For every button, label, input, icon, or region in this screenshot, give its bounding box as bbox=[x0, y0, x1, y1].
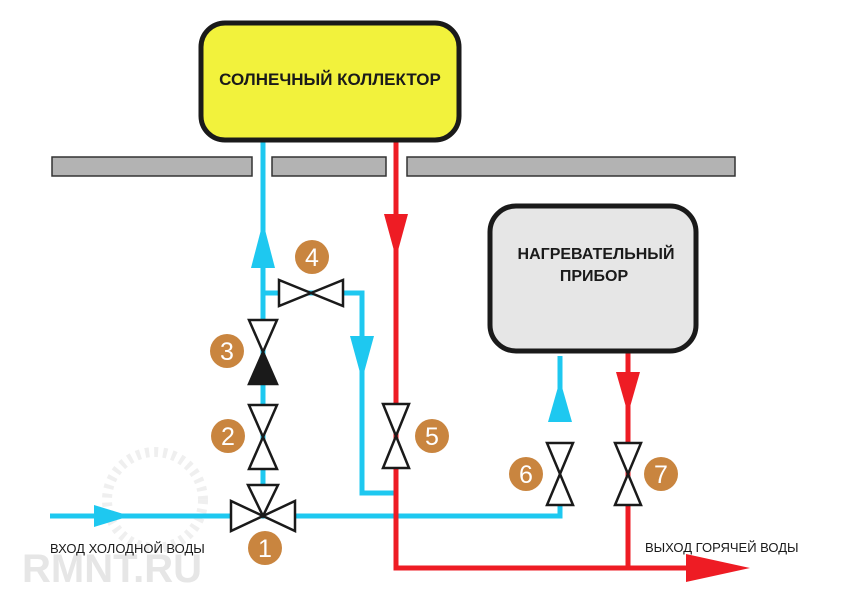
bypass-pipe bbox=[263, 290, 396, 496]
badge-1-number: 1 bbox=[258, 535, 272, 563]
cold-inlet-label: ВХОД ХОЛОДНОЙ ВОДЫ bbox=[50, 541, 205, 556]
badge-7: 7 bbox=[644, 457, 678, 491]
badge-3: 3 bbox=[210, 334, 244, 368]
badge-2-number: 2 bbox=[221, 423, 235, 451]
flow-arrows bbox=[94, 214, 750, 582]
badge-6: 6 bbox=[509, 457, 543, 491]
heating-device: НАГРЕВАТЕЛЬНЫЙ ПРИБОР bbox=[487, 203, 699, 354]
roof-bar-left bbox=[51, 156, 253, 177]
badge-4-number: 4 bbox=[305, 244, 319, 272]
badge-6-number: 6 bbox=[519, 461, 533, 489]
valve-3-check-icon bbox=[247, 318, 279, 386]
badge-7-number: 7 bbox=[654, 461, 668, 489]
valve-4-icon bbox=[277, 278, 345, 308]
valve-5-icon bbox=[381, 402, 411, 470]
badge-5: 5 bbox=[415, 419, 449, 453]
hot-return-pipe bbox=[393, 140, 690, 571]
hot-heater-down-arrow bbox=[616, 372, 640, 414]
valve-2-icon bbox=[247, 403, 279, 471]
badge-5-number: 5 bbox=[425, 423, 439, 451]
cold-heater-up-arrow bbox=[548, 380, 572, 422]
cold-inlet-pipe bbox=[50, 484, 563, 519]
hot-outlet-label: ВЫХОД ГОРЯЧЕЙ ВОДЫ bbox=[645, 540, 799, 555]
solar-collector: СОЛНЕЧНЫЙ КОЛЛЕКТОР bbox=[198, 20, 462, 143]
valve-7-icon bbox=[613, 441, 643, 507]
roof-bar-middle bbox=[271, 156, 387, 177]
badge-2: 2 bbox=[211, 419, 245, 453]
hot-down-arrow bbox=[384, 214, 408, 258]
badge-4: 4 bbox=[295, 240, 329, 274]
roof-bars bbox=[51, 156, 736, 177]
cold-down-arrow bbox=[350, 336, 374, 380]
cold-pipes bbox=[50, 140, 563, 519]
valve-1-three-way-icon bbox=[229, 483, 297, 533]
collector-label: СОЛНЕЧНЫЙ КОЛЛЕКТОР bbox=[219, 70, 441, 89]
cold-up-arrow bbox=[251, 222, 275, 268]
valves bbox=[229, 278, 643, 533]
valve-6-icon bbox=[545, 441, 575, 507]
roof-bar-right bbox=[406, 156, 736, 177]
valve-badges: 1 2 3 4 5 6 7 bbox=[210, 240, 678, 565]
watermark-text: RMNT.RU bbox=[22, 547, 202, 591]
heater-label-line1: НАГРЕВАТЕЛЬНЫЙ bbox=[518, 244, 675, 263]
watermark: RMNT.RU bbox=[22, 447, 208, 591]
cold-inlet-arrow bbox=[94, 505, 130, 527]
hot-outlet-arrow bbox=[686, 554, 750, 582]
badge-1: 1 bbox=[248, 531, 282, 565]
heater-label-line2: ПРИБОР bbox=[560, 268, 629, 285]
badge-3-number: 3 bbox=[220, 338, 234, 366]
